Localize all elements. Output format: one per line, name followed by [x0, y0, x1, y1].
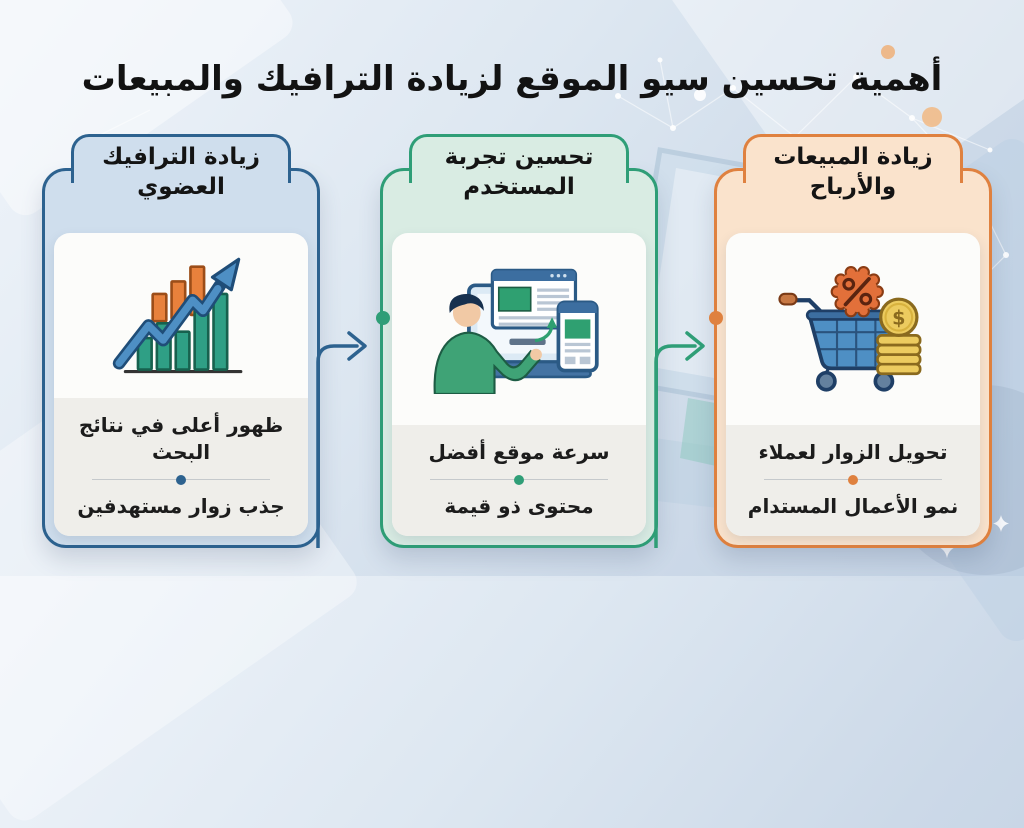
card-title: تحسين تجربة المستخدم: [444, 144, 594, 201]
card-panel: ظهور أعلى في نتائج البحث جذب زوار مستهدف…: [54, 233, 308, 536]
card-panel: $ تحويل الزوار لعملاء نمو الأعمال المستد…: [726, 233, 980, 536]
growth-chart-icon: [54, 233, 308, 398]
benefit-text: محتوى ذو قيمة: [444, 494, 594, 518]
card-sales-profits: زيادة المبيعات والأرباح: [714, 134, 992, 548]
divider-dot: [514, 474, 524, 485]
coin-stack: [876, 334, 922, 376]
benefit-divider: [92, 474, 270, 485]
card-panel: سرعة موقع أفضل محتوى ذو قيمة: [392, 233, 646, 536]
card-user-experience: تحسين تجربة المستخدم: [380, 134, 658, 548]
benefit-text: نمو الأعمال المستدام: [747, 494, 959, 518]
svg-text:$: $: [892, 307, 905, 330]
card-title: زيادة الترافيك العضوي: [102, 144, 260, 201]
benefit-text: ظهور أعلى في نتائج البحث: [78, 413, 284, 464]
shopping-cart-discount-icon: $: [726, 233, 980, 425]
card-header-tab: زيادة الترافيك العضوي: [71, 134, 291, 200]
benefit-divider: [764, 474, 942, 485]
divider-dot: [848, 474, 858, 485]
discount-badge: [830, 266, 884, 318]
card-title: زيادة المبيعات والأرباح: [773, 144, 933, 201]
arrow-card1-to-card2: [316, 311, 390, 548]
benefit-text: سرعة موقع أفضل: [428, 440, 610, 464]
arrow-card2-to-card3: [654, 311, 723, 548]
card-organic-traffic: زيادة الترافيك العضوي: [42, 134, 320, 548]
benefit-text: تحويل الزوار لعملاء: [758, 440, 948, 464]
benefit-divider: [430, 474, 608, 485]
user-pointing-at-screens-icon: [392, 233, 646, 425]
divider-dot: [176, 474, 186, 485]
benefits-list: سرعة موقع أفضل محتوى ذو قيمة: [392, 425, 646, 536]
connector-dot: [709, 311, 723, 325]
connector-dot: [376, 311, 390, 325]
benefit-text: جذب زوار مستهدفين: [77, 494, 285, 518]
page-title: أهمية تحسين سيو الموقع لزيادة الترافيك و…: [81, 58, 943, 99]
card-header-tab: تحسين تجربة المستخدم: [409, 134, 629, 200]
card-header-tab: زيادة المبيعات والأرباح: [743, 134, 963, 200]
benefits-list: ظهور أعلى في نتائج البحث جذب زوار مستهدف…: [54, 398, 308, 536]
benefits-list: تحويل الزوار لعملاء نمو الأعمال المستدام: [726, 425, 980, 536]
